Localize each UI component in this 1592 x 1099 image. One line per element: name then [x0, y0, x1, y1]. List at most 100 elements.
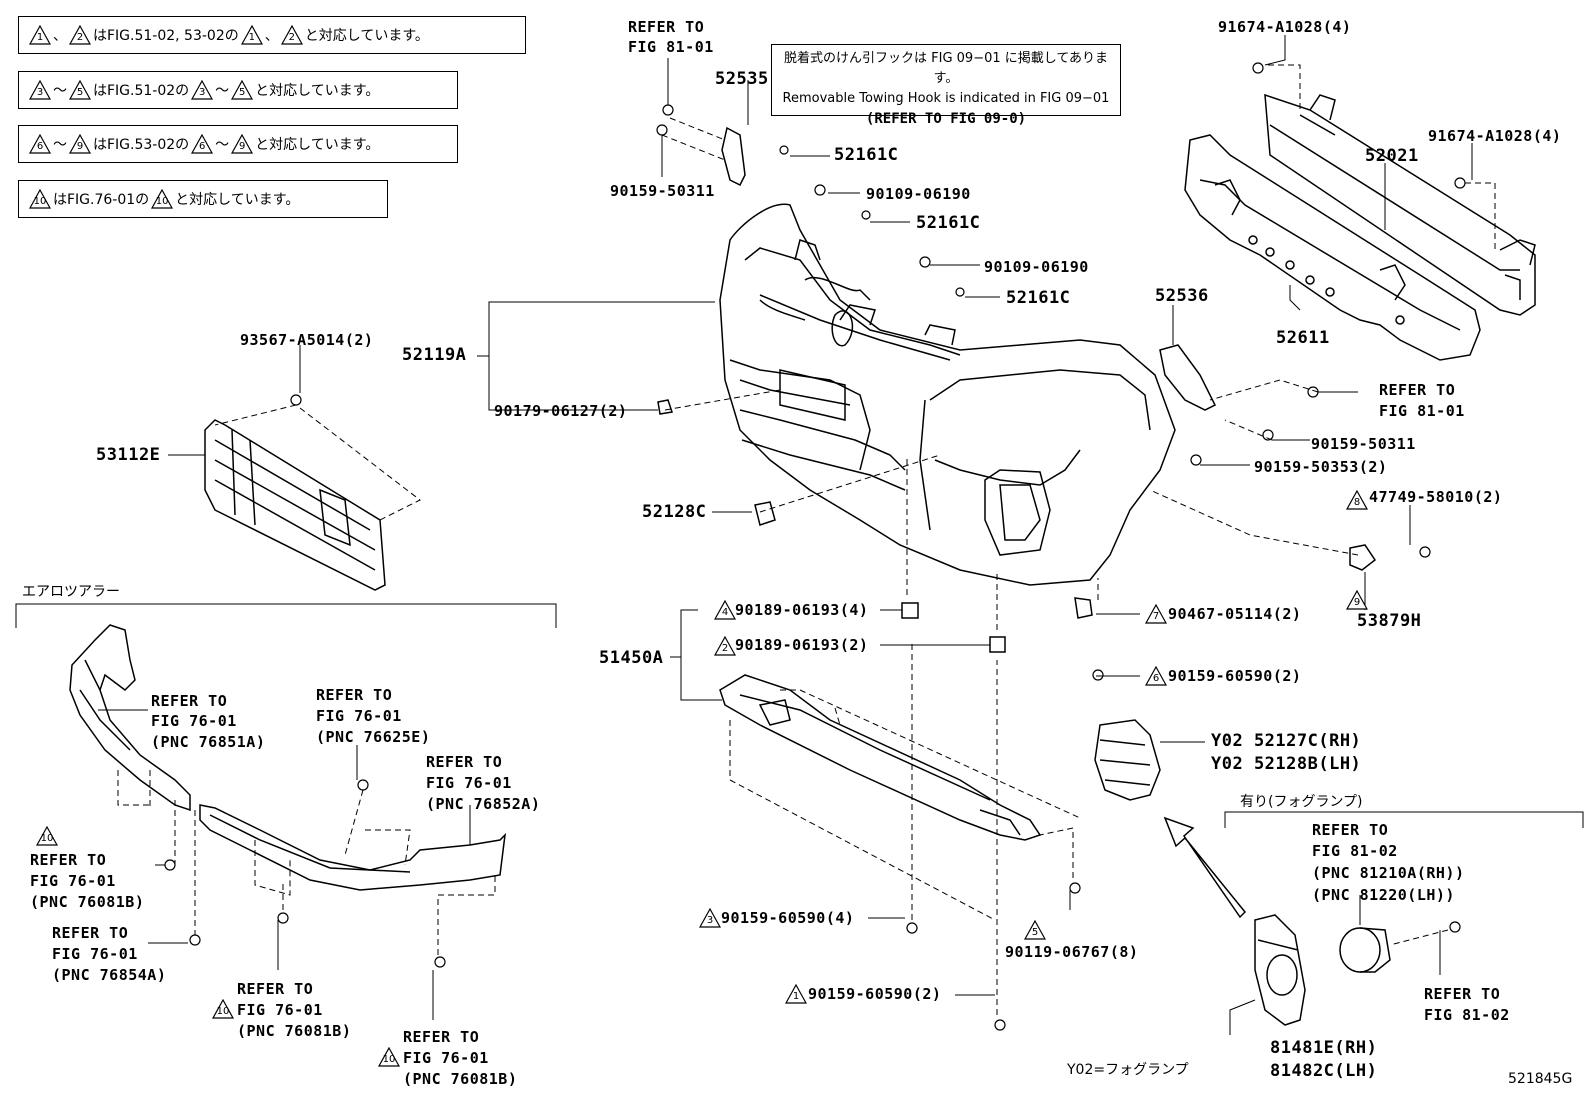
note-triangle-marker: 6 [191, 134, 214, 154]
label-90159-50311-a: 90159-50311 [610, 182, 715, 200]
label-90109-06190-2: 90109-06190 [984, 258, 1089, 276]
towing-hook-note: 脱着式のけん引フックは FIG 09−01 に掲載してあります。 Removab… [771, 44, 1121, 127]
label-53879h: 53879H [1357, 611, 1422, 631]
label-52161c-3: 52161C [1006, 288, 1071, 308]
marker-triangle-1: 1 [785, 984, 807, 1004]
label-fig-76-01-d: FIG 76-01 [30, 872, 116, 890]
note-triangle-marker: 1 [29, 25, 51, 45]
label-90467-05114: 90467-05114(2) [1168, 605, 1302, 623]
note-text: 、 [264, 28, 279, 44]
label-52119a: 52119A [402, 345, 467, 365]
label-pnc-76081b-3: (PNC 76081B) [403, 1070, 518, 1088]
label-pnc-81220: (PNC 81220(LH)) [1312, 886, 1455, 904]
label-52536: 52536 [1155, 286, 1209, 306]
label-y02-legend: Y02=フォグランプ [1067, 1062, 1189, 1078]
hole-cover-drawing [754, 501, 776, 526]
marker-triangle-2: 2 [714, 636, 736, 656]
label-52161c-2: 52161C [916, 213, 981, 233]
label-52535: 52535 [715, 69, 769, 89]
note-text: と対応しています。 [255, 137, 380, 153]
grille-drawing [204, 419, 386, 591]
label-refer-to-4: REFER TO [1424, 985, 1501, 1003]
marker-triangle-4: 4 [714, 600, 736, 620]
label-aero-tourer: エアロツアラー [22, 584, 120, 600]
clip-90189-a-drawing [901, 602, 919, 619]
bracket-52535-drawing [721, 126, 746, 187]
note-triangle-marker: 2 [280, 25, 303, 45]
label-90159-60590-2b: 90159-60590(2) [808, 985, 942, 1003]
label-fig-76-01-e: FIG 76-01 [52, 945, 138, 963]
label-52161c-1: 52161C [834, 145, 899, 165]
label-90159-50353: 90159-50353(2) [1254, 458, 1388, 476]
fog-bezel-drawing [1254, 914, 1306, 1026]
leader-lines [15, 35, 1584, 1035]
bumper-cover-drawing [719, 203, 1176, 586]
label-fig-76-01-g: FIG 76-01 [403, 1049, 489, 1067]
label-refer-to-3: REFER TO [1312, 821, 1389, 839]
label-pnc-76081b-1: (PNC 76081B) [30, 893, 145, 911]
note-triangle-marker: 9 [69, 134, 91, 154]
label-52611: 52611 [1276, 328, 1330, 348]
aero-spoiler-drawing [69, 624, 507, 891]
note-text: と対応しています。 [255, 83, 380, 99]
label-52128c: 52128C [642, 502, 707, 522]
label-pnc-76852a: (PNC 76852A) [426, 795, 541, 813]
label-fig-76-01-a: FIG 76-01 [151, 712, 237, 730]
label-90159-50311-b: 90159-50311 [1311, 435, 1416, 453]
marker-triangle-10-b: 10 [212, 999, 234, 1019]
label-y02-52128b: Y02 52128B(LH) [1211, 754, 1362, 774]
absorber-drawing [1184, 134, 1481, 361]
note-triangle-marker: 5 [69, 80, 91, 100]
label-refer-to-9: REFER TO [52, 924, 129, 942]
label-fig-76-01-b: FIG 76-01 [316, 707, 402, 725]
note-triangle-marker: 3 [191, 80, 214, 100]
label-90189-06193-2: 90189-06193(2) [735, 636, 869, 654]
label-47749-58010: 47749-58010(2) [1369, 488, 1503, 506]
note-text: 、 [53, 28, 67, 44]
marker-triangle-3: 3 [699, 908, 721, 928]
label-90159-60590-4: 90159-60590(4) [721, 909, 855, 927]
label-90159-60590-2a: 90159-60590(2) [1168, 667, 1302, 685]
label-refer-to-6: REFER TO [316, 686, 393, 704]
note-triangle-marker: 10 [29, 189, 51, 209]
label-pnc-76854a: (PNC 76854A) [52, 966, 167, 984]
assembly-lines [117, 64, 1496, 1015]
fog-lamp-drawing [1339, 927, 1391, 973]
note-triangle-marker: 1 [240, 25, 263, 45]
label-fig-81-02-a: FIG 81-02 [1312, 842, 1398, 860]
label-fig-81-01-b: FIG 81-01 [1379, 402, 1465, 420]
label-fig-76-01-c: FIG 76-01 [426, 774, 512, 792]
label-81481e: 81481E(RH) [1270, 1038, 1378, 1058]
marker-triangle-6: 6 [1145, 666, 1167, 686]
marker-triangle-9: 9 [1346, 590, 1368, 610]
label-refer-to-2: REFER TO [1379, 381, 1456, 399]
label-51450a: 51450A [599, 648, 664, 668]
marker-triangle-10-a: 10 [36, 826, 58, 846]
label-90179-06127: 90179-06127(2) [494, 402, 628, 420]
bracket-52536-drawing [1159, 344, 1217, 411]
nut-90467-drawing [1074, 597, 1093, 619]
note-triangle-marker: 2 [69, 25, 91, 45]
note-text: ～ [215, 137, 230, 153]
label-with-fog-lamp: 有り(フォグランプ) [1240, 794, 1363, 810]
label-pnc-76081b-2: (PNC 76081B) [237, 1022, 352, 1040]
label-refer-to-1: REFER TO [628, 18, 705, 36]
note-triangle-marker: 10 [151, 189, 174, 209]
note-text: ～ [215, 83, 230, 99]
note-triangle-marker: 5 [231, 80, 254, 100]
under-cover-drawing [719, 674, 1042, 841]
note-text: ～ [53, 137, 67, 153]
label-fig-76-01-f: FIG 76-01 [237, 1001, 323, 1019]
label-90189-06193-4: 90189-06193(4) [735, 601, 869, 619]
label-refer-to-11: REFER TO [403, 1028, 480, 1046]
note-text: と対応しています。 [175, 192, 300, 208]
reinforcement-drawing [1264, 93, 1536, 316]
clip-90189-b-drawing [989, 636, 1006, 653]
marker-triangle-7: 7 [1145, 604, 1167, 624]
label-81482c: 81482C(LH) [1270, 1061, 1378, 1081]
label-fig-81-02-b: FIG 81-02 [1424, 1006, 1510, 1024]
note-text: はFIG.53-02の [93, 137, 190, 153]
